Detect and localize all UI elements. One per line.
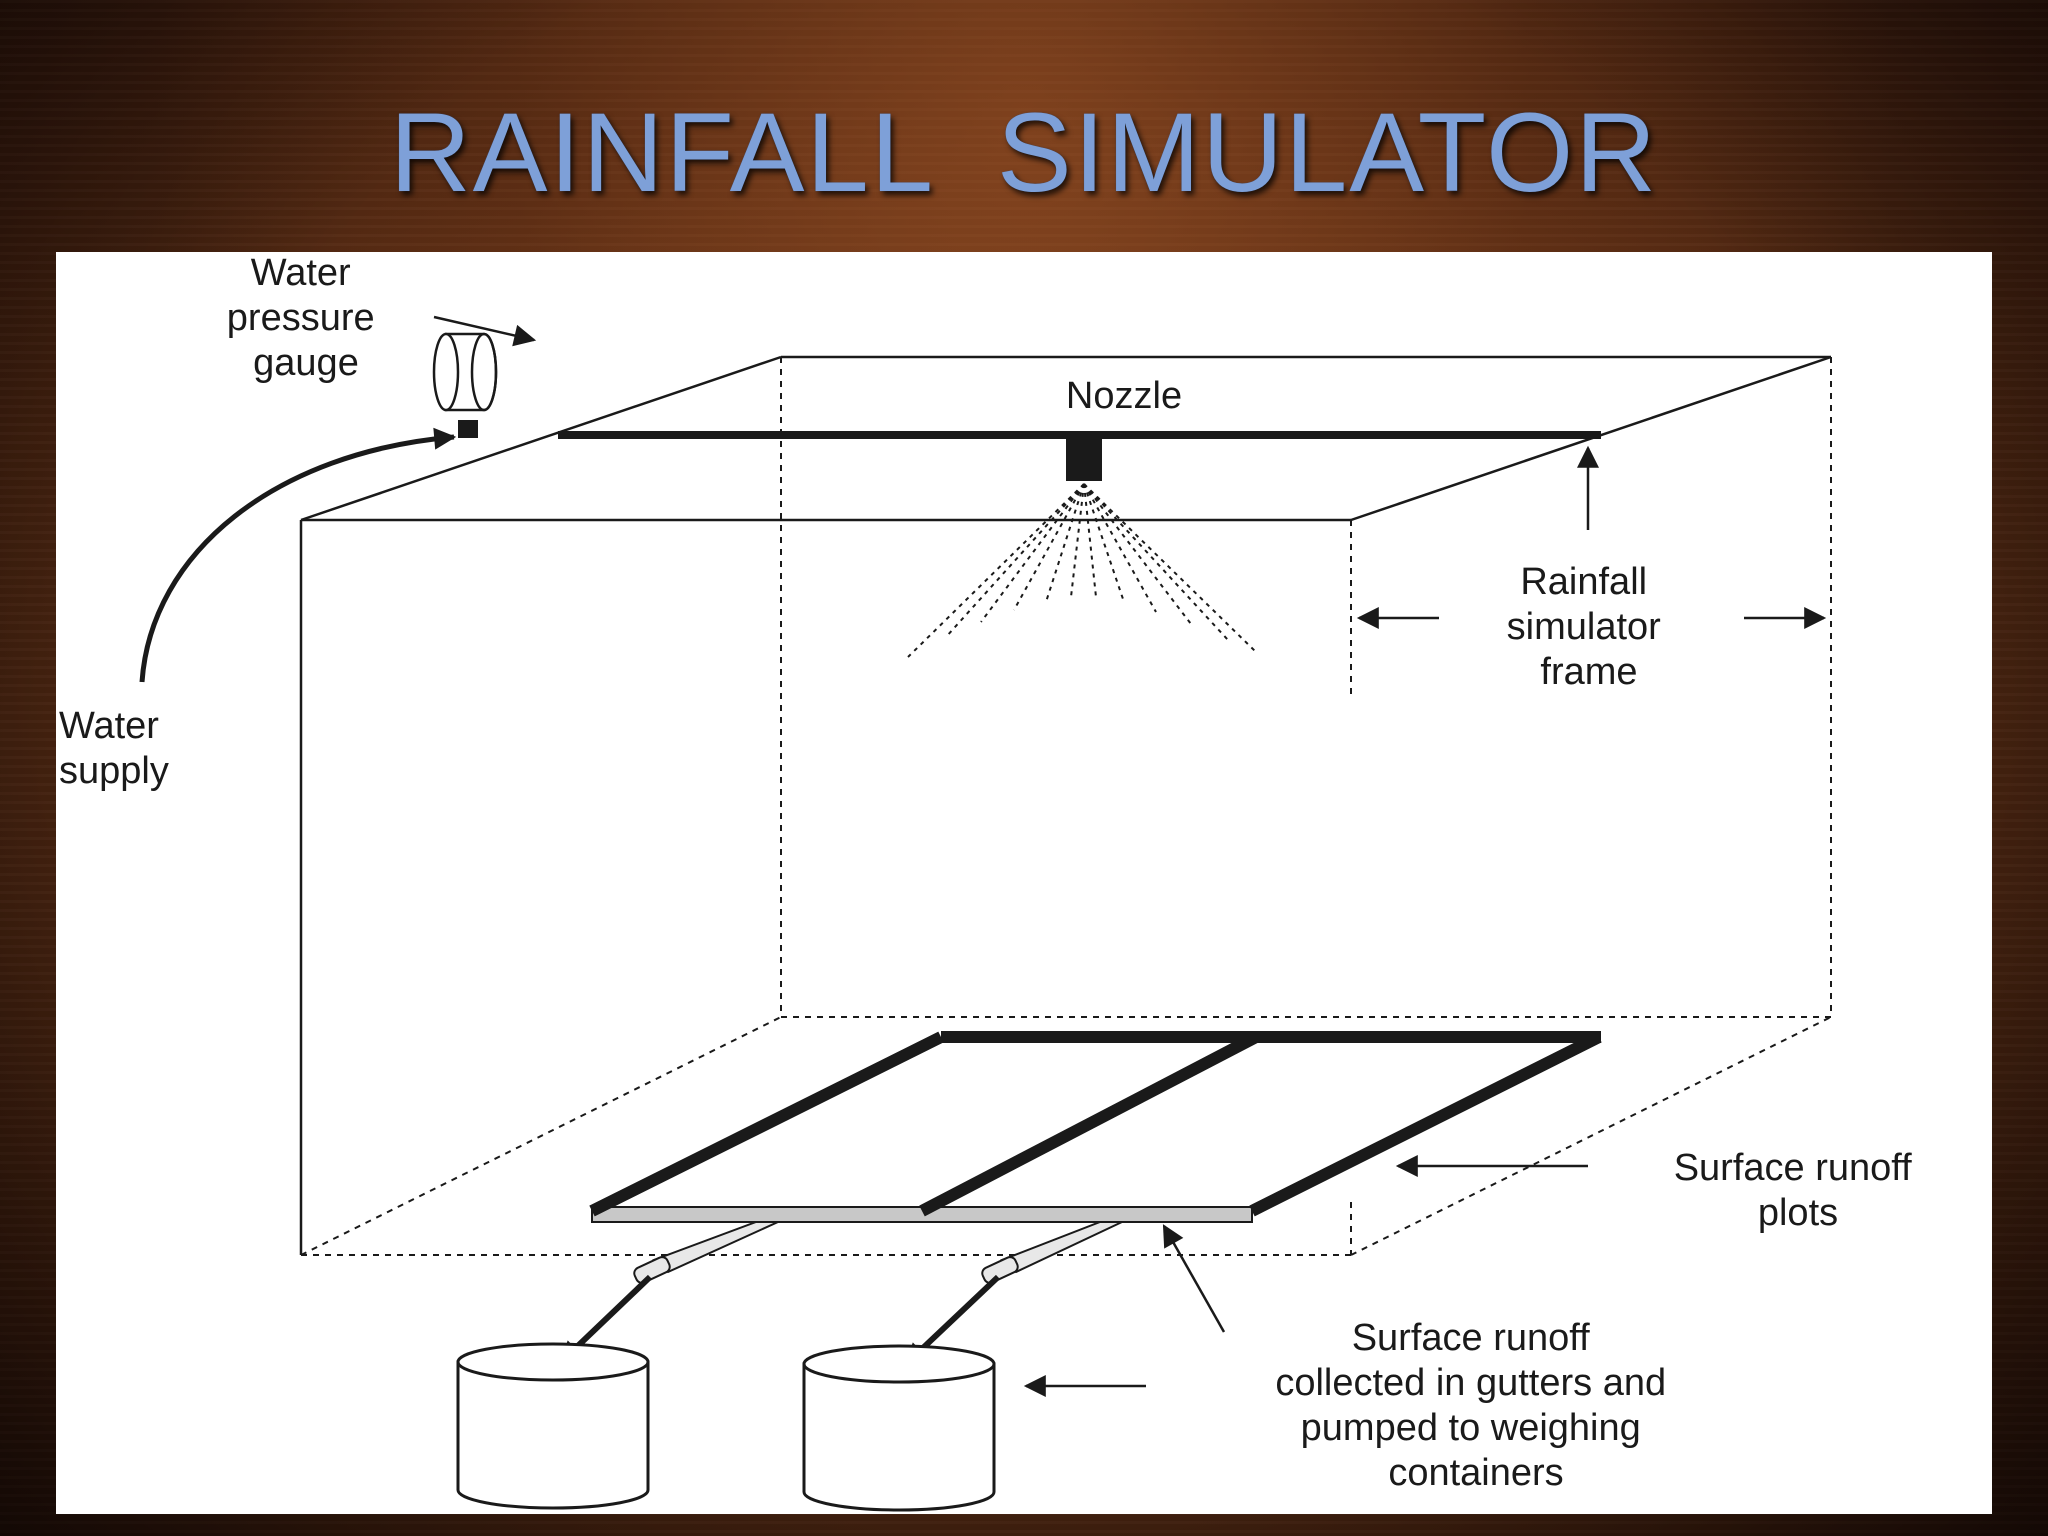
drain-pipes <box>633 1221 1123 1284</box>
nozzle-label: Nozzle <box>1066 375 1182 417</box>
rainfall-simulator-diagram: Water pressure gauge Nozzle Rainfall sim… <box>59 252 1923 1512</box>
frame-right-bottom-edge <box>1350 1016 1832 1256</box>
gauge-label: Water pressure gauge <box>227 252 385 384</box>
weighing-container-left <box>456 1342 650 1510</box>
gauge-stem <box>458 420 478 438</box>
runoff-gutter <box>591 1206 1253 1223</box>
slide-title: RAINFALL SIMULATOR <box>389 90 1659 215</box>
frame-left-bottom-edge <box>300 1016 782 1256</box>
gauge-back <box>470 332 498 412</box>
gutter-leader-arrow <box>1162 1224 1226 1333</box>
plot-left-edge <box>589 1031 944 1217</box>
plot-right-edge <box>1249 1031 1602 1217</box>
pressure-gauge <box>432 332 498 438</box>
simulator-frame <box>299 355 1832 1255</box>
gauge-face <box>432 332 460 412</box>
weighing-container-right <box>802 1344 996 1512</box>
runoff-collected-label: Surface runoff collected in gutters and … <box>1275 1317 1676 1494</box>
runoff-plots-label: Surface runoff plots <box>1674 1147 1923 1234</box>
frame-left-top-edge <box>300 355 782 522</box>
spray-pattern <box>907 483 1257 658</box>
surface-runoff-plots <box>589 1031 1602 1223</box>
plot-divider <box>919 1031 1259 1217</box>
simulator-frame-hidden-edges <box>300 357 1832 1256</box>
water-supply-label: Water supply <box>59 705 170 792</box>
frame-label: Rainfall simulator frame <box>1507 561 1672 693</box>
water-supply-hose <box>139 427 457 683</box>
diagram-panel: Water pressure gauge Nozzle Rainfall sim… <box>56 252 1992 1514</box>
nozzle <box>1066 435 1102 481</box>
gauge-leader-arrow <box>433 315 537 347</box>
